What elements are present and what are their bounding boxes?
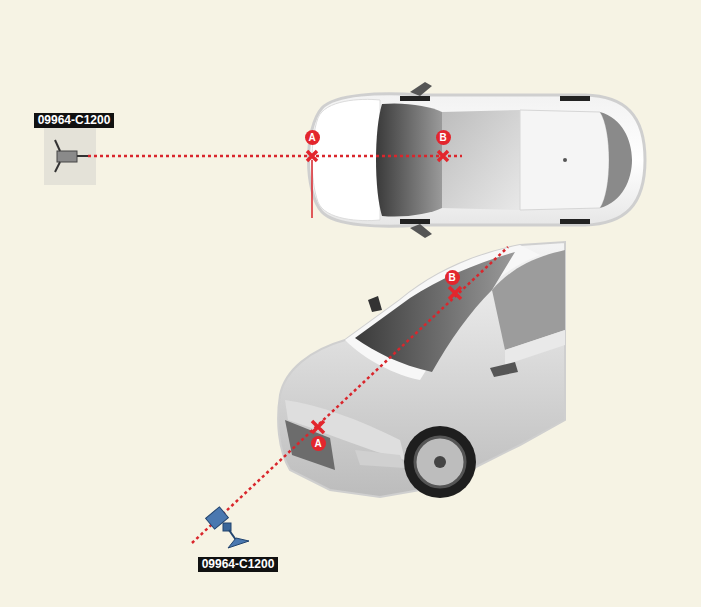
tool-part-number: 09964-C1200	[198, 557, 279, 572]
car-perspective	[257, 240, 565, 502]
point-marks	[307, 151, 448, 161]
point-callout: B	[436, 130, 451, 145]
car-top-view	[309, 82, 646, 238]
tool-part-number: 09964-C1200	[34, 113, 115, 128]
tool-perspective	[206, 507, 249, 548]
reference-line	[311, 160, 313, 218]
point-callout: B	[445, 270, 460, 285]
laser-line	[88, 155, 462, 158]
point-marks	[312, 287, 461, 433]
point-callout: A	[305, 130, 320, 145]
point-callout: A	[311, 436, 326, 451]
laser-line	[192, 247, 508, 543]
